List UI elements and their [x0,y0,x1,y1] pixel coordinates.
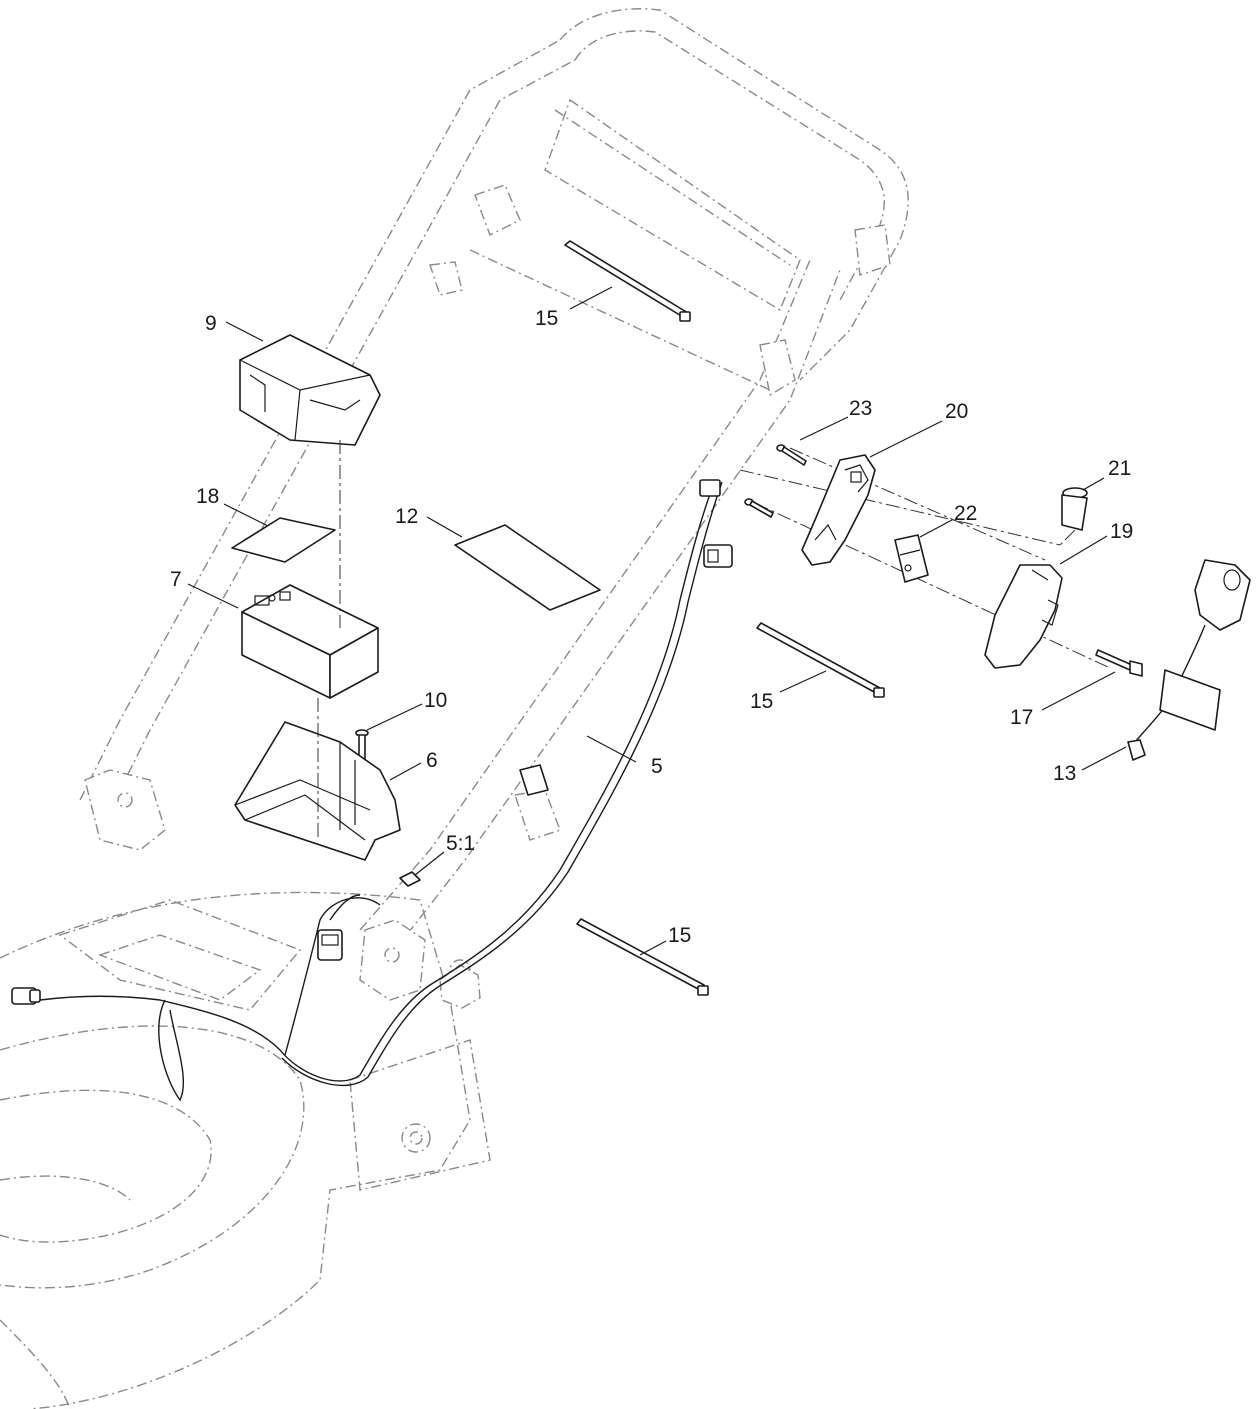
housing-20 [801,454,876,566]
callout-20: 20 [945,400,968,423]
handle-frame-phantom [79,8,909,1009]
cable-tie-15-upper [564,240,691,322]
callout-6: 6 [426,749,438,772]
battery-7 [241,584,379,699]
decal-18 [231,517,336,563]
callout-15-lower: 15 [668,924,691,947]
bolt-17 [1095,649,1143,677]
charger-13 [1127,559,1251,761]
callout-15-middle: 15 [750,690,773,713]
switch-22 [894,534,929,583]
assembly-centerlines [317,440,1111,840]
mower-deck-phantom [0,891,491,1409]
callout-19: 19 [1110,520,1133,543]
screws-23 [744,444,807,518]
wire-harness-5 [11,479,733,1102]
battery-cover-9 [239,334,381,446]
callout-9: 9 [205,312,217,335]
callout-12: 12 [395,505,418,528]
callout-labels: 9 15 23 20 21 18 12 22 19 7 15 17 10 6 5… [170,307,1133,947]
callout-5: 5 [651,755,663,778]
callout-21: 21 [1108,457,1131,480]
callout-17: 17 [1010,706,1033,729]
callout-22: 22 [954,502,977,525]
callout-23: 23 [849,397,872,420]
callout-10: 10 [424,689,447,712]
callout-5-1: 5:1 [446,832,475,855]
callout-7: 7 [170,568,182,591]
connector-5-1 [399,871,421,887]
leader-lines [187,286,1127,956]
decal-12 [454,524,601,611]
grip-19 [984,564,1063,669]
key-21 [1061,487,1088,531]
callout-13: 13 [1053,762,1076,785]
callout-18: 18 [196,485,219,508]
cable-tie-15-middle [756,622,885,698]
callout-15-upper: 15 [535,307,558,330]
